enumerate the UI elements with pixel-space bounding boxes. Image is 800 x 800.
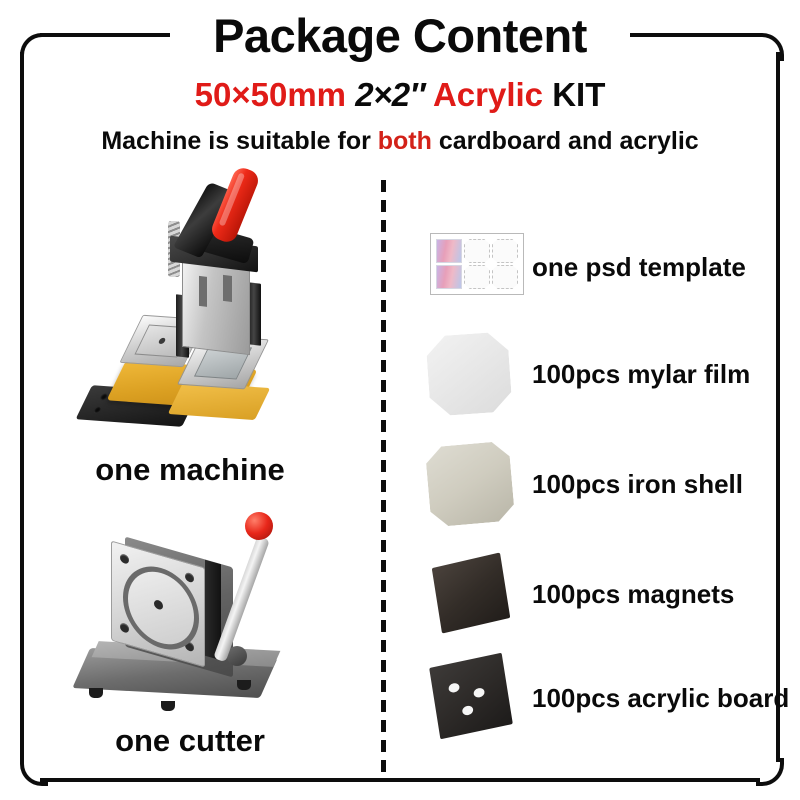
frame-left-edge bbox=[20, 52, 24, 762]
cutter-face-screw bbox=[120, 553, 129, 565]
tagline: Machine is suitable for both cardboard a… bbox=[0, 127, 800, 156]
iron-shell-icon bbox=[420, 436, 532, 532]
psd-template-icon bbox=[420, 219, 532, 315]
item-label: 100pcs mylar film bbox=[532, 359, 751, 389]
psd-cell-artwork bbox=[436, 265, 462, 289]
frame-top-left-segment bbox=[40, 33, 170, 37]
spec-kit: KIT bbox=[552, 76, 606, 113]
item-magnets: 100pcs magnets bbox=[420, 546, 788, 642]
item-label: one psd template bbox=[532, 252, 746, 282]
cutter-foot bbox=[161, 701, 175, 711]
psd-cell-guide bbox=[492, 265, 518, 289]
cutter-red-knob bbox=[245, 512, 273, 540]
spec-size: 50×50mm bbox=[194, 76, 347, 113]
psd-cell-artwork bbox=[436, 239, 462, 263]
tagline-suffix: cardboard and acrylic bbox=[431, 127, 699, 155]
item-label: 100pcs magnets bbox=[532, 579, 735, 609]
press-plate-hole bbox=[92, 406, 103, 414]
acrylic-board-hole bbox=[461, 704, 474, 717]
mylar-film-icon bbox=[420, 326, 532, 422]
magnet-icon bbox=[420, 546, 532, 642]
frame-corner-bottom-left bbox=[20, 758, 48, 786]
magnet-shape bbox=[431, 552, 511, 634]
cutter-face-screw bbox=[185, 571, 194, 584]
acrylic-board-shape bbox=[429, 652, 513, 740]
cutter-foot bbox=[89, 688, 103, 698]
item-iron-shell: 100pcs iron shell bbox=[420, 436, 788, 532]
frame-top-right-segment bbox=[630, 33, 760, 37]
frame-corner-top-right bbox=[756, 33, 784, 61]
item-psd-template: one psd template bbox=[420, 219, 788, 315]
psd-template-grid bbox=[430, 233, 524, 295]
cutter-lever-pivot bbox=[227, 646, 247, 666]
iron-shell-shape bbox=[425, 440, 516, 527]
spec-material: Acrylic bbox=[432, 76, 544, 113]
acrylic-board-hole bbox=[447, 682, 461, 694]
item-label: 100pcs acrylic board bbox=[532, 683, 790, 713]
item-acrylic-board: 100pcs acrylic board bbox=[420, 650, 790, 746]
spec-inches: 2×2″ bbox=[355, 76, 425, 113]
press-column-slot bbox=[199, 275, 207, 307]
machine-caption: one machine bbox=[95, 452, 285, 487]
frame-corner-bottom-right bbox=[756, 758, 784, 786]
press-column-slot bbox=[223, 274, 232, 302]
cutter-caption: one cutter bbox=[115, 723, 265, 758]
item-label: 100pcs iron shell bbox=[532, 469, 743, 499]
cutter-foot bbox=[237, 680, 251, 690]
psd-cell-guide bbox=[464, 265, 490, 289]
psd-cell-guide bbox=[464, 239, 490, 263]
frame-bottom-edge bbox=[40, 778, 760, 782]
tagline-prefix: Machine is suitable for bbox=[101, 127, 378, 155]
badge-press-machine-image bbox=[70, 164, 340, 445]
cutter-die-center-pin bbox=[154, 598, 163, 611]
item-mylar-film: 100pcs mylar film bbox=[420, 326, 788, 422]
page-title: Package Content bbox=[213, 9, 587, 62]
mylar-film-shape bbox=[425, 331, 512, 417]
frame-right-edge bbox=[776, 52, 780, 762]
acrylic-board-hole bbox=[472, 687, 486, 699]
kit-spec-line: 50×50mm 2×2″ Acrylic KIT bbox=[0, 76, 800, 114]
circle-cutter-image bbox=[65, 498, 345, 718]
cutter-face-screw bbox=[120, 622, 129, 634]
acrylic-board-icon bbox=[420, 650, 532, 746]
frame-corner-top-left bbox=[20, 33, 48, 61]
psd-cell-guide bbox=[492, 239, 518, 263]
tagline-highlight: both bbox=[377, 127, 432, 155]
column-divider bbox=[381, 180, 386, 777]
